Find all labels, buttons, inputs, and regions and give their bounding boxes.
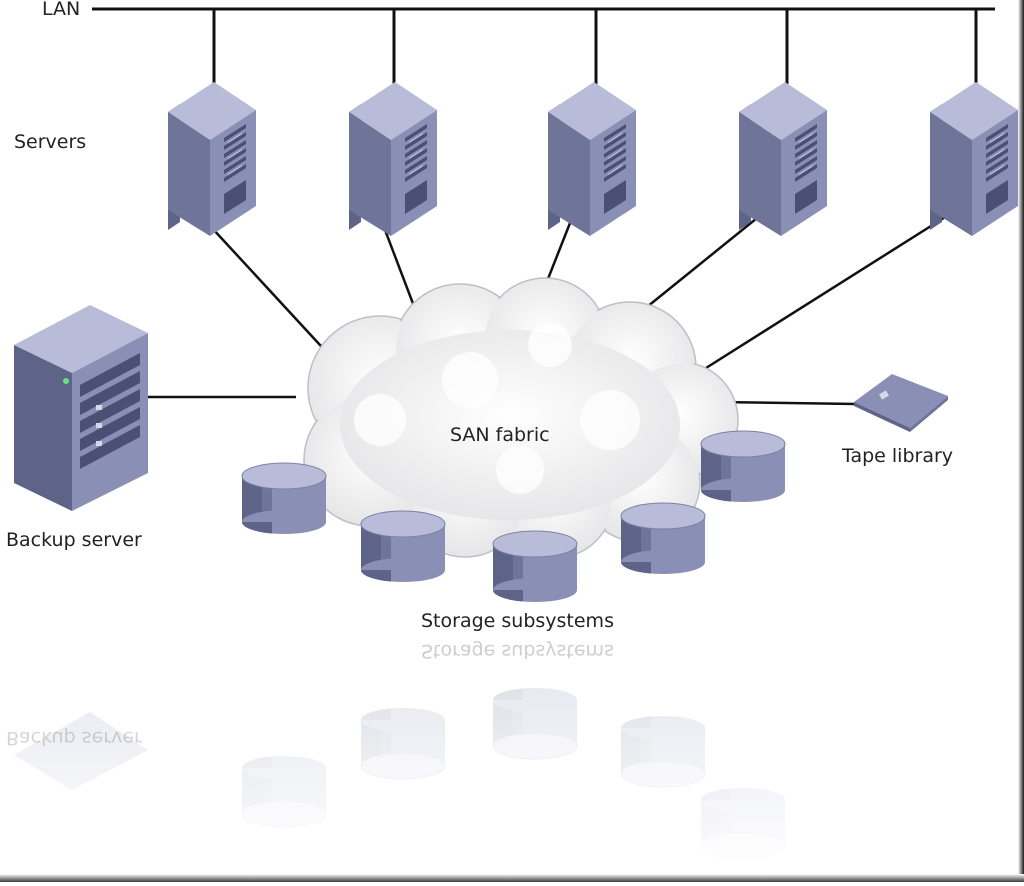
storage-subsystems-reflection: Storage subsystems — [421, 640, 614, 662]
san-fabric-cloud — [303, 277, 739, 559]
backup-server-reflection: Backup server — [6, 727, 142, 749]
server-4 — [739, 82, 827, 236]
san-link-server-1 — [211, 227, 333, 359]
backup-server-label: Backup server — [6, 529, 142, 551]
frame-shadow-right — [1018, 0, 1024, 882]
san-link-tape-library — [715, 400, 857, 406]
server-5 — [930, 82, 1018, 236]
storage-4 — [620, 502, 706, 575]
storage-5 — [700, 430, 786, 503]
frame-shadow-bottom — [0, 874, 1024, 882]
tape-library — [854, 374, 948, 432]
san-fabric-label: SAN fabric — [450, 424, 550, 446]
servers-label: Servers — [14, 131, 87, 153]
storage-2 — [360, 510, 446, 583]
storage-3 — [492, 530, 578, 603]
lan-label: LAN — [42, 0, 81, 20]
storage-1 — [241, 462, 327, 535]
backup-server — [14, 305, 148, 511]
server-3 — [548, 82, 636, 236]
tape-library-label: Tape library — [842, 445, 954, 467]
server-1 — [168, 82, 256, 236]
san-link-server-5 — [705, 212, 951, 370]
server-2 — [349, 82, 437, 236]
storage-subsystems-label: Storage subsystems — [421, 610, 614, 632]
lan-connections — [92, 7, 995, 88]
